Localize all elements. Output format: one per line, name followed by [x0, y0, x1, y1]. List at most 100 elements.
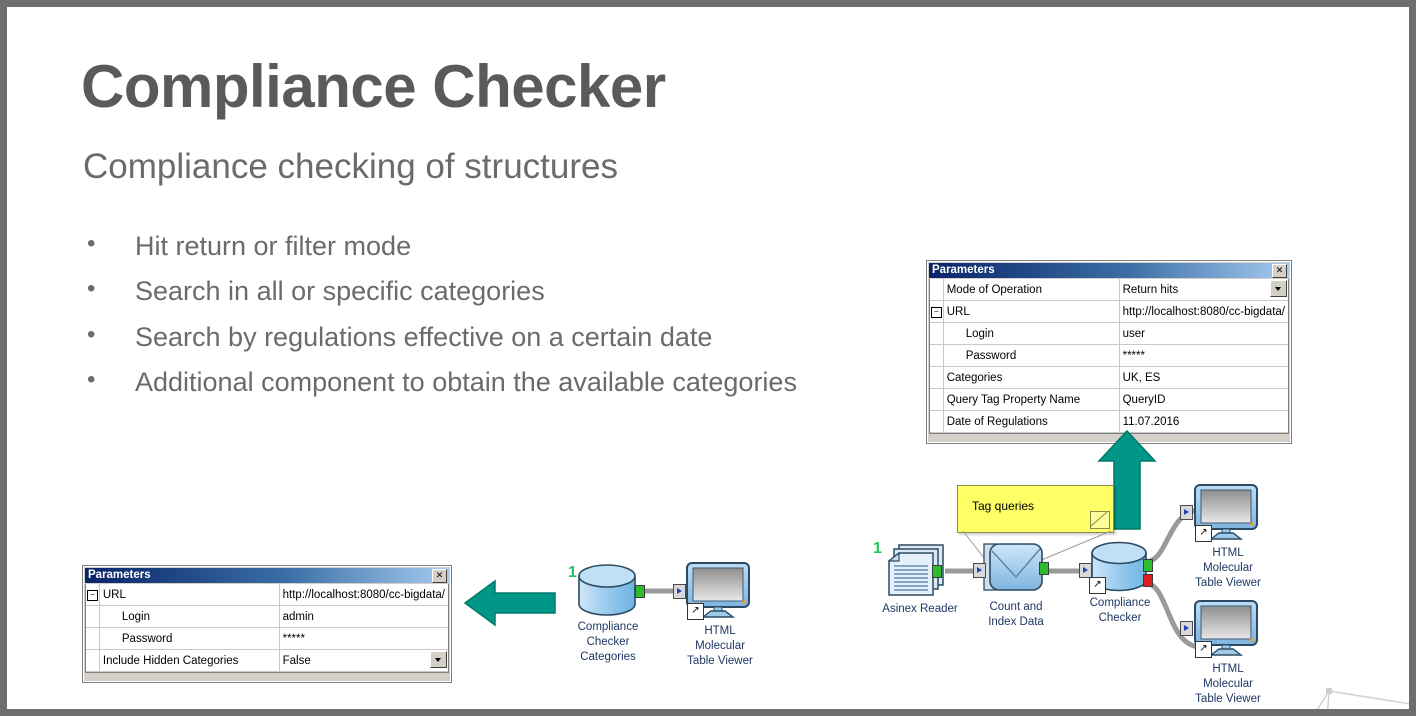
- window-title-bar: Parameters ✕: [85, 568, 449, 583]
- documents-icon: [887, 544, 944, 596]
- close-icon[interactable]: ✕: [1272, 263, 1287, 278]
- database-icon: [578, 564, 636, 616]
- bullet-marker: •: [87, 320, 96, 348]
- parameter-value[interactable]: http://localhost:8080/cc-bigdata/: [1119, 301, 1288, 323]
- row-expander-cell: [930, 323, 944, 345]
- output-port-red: [1143, 574, 1153, 587]
- parameter-value[interactable]: user: [1119, 323, 1288, 345]
- parameter-name: Password: [99, 628, 280, 650]
- row-expander-cell: [930, 367, 944, 389]
- table-row[interactable]: Password*****: [930, 345, 1288, 367]
- node-html-molecular-table-viewer-1[interactable]: ↗ HTML Molecular Table Viewer: [1180, 481, 1269, 592]
- node-compliance-checker-categories[interactable]: Compliance Checker Categories: [573, 563, 645, 666]
- monitor-icon: [1194, 600, 1258, 656]
- window-title-bar: Parameters ✕: [929, 263, 1289, 278]
- monitor-icon: [686, 562, 750, 618]
- bullet-marker: •: [87, 275, 96, 303]
- parameter-value[interactable]: *****: [279, 628, 448, 650]
- process-icon: [983, 543, 1043, 591]
- node-html-molecular-table-viewer[interactable]: ↗ HTML Molecular Table Viewer: [673, 559, 761, 670]
- parameter-name: Login: [943, 323, 1120, 345]
- open-view-icon[interactable]: ↗: [1089, 577, 1106, 594]
- output-port-green: [1039, 562, 1049, 575]
- parameter-value[interactable]: Return hits: [1119, 279, 1288, 301]
- list-item-label: Hit return or filter mode: [135, 231, 412, 261]
- close-icon[interactable]: ✕: [432, 568, 447, 583]
- parameter-name: URL: [99, 584, 280, 606]
- connection-wire: [945, 567, 973, 575]
- node-compliance-checker[interactable]: ↗ Compliance Checker: [1079, 541, 1153, 626]
- node-badge: 1: [568, 564, 577, 581]
- parameter-value[interactable]: 11.07.2016: [1119, 411, 1288, 433]
- bullet-marker: •: [87, 230, 96, 257]
- window-title: Parameters: [88, 568, 151, 581]
- list-item: • Hit return or filter mode: [77, 227, 807, 265]
- open-view-icon[interactable]: ↗: [1195, 641, 1212, 658]
- row-expander-cell[interactable]: −: [930, 301, 944, 323]
- row-expander-cell: [86, 628, 100, 650]
- list-item-label: Additional component to obtain the avail…: [135, 366, 797, 397]
- parameter-value[interactable]: *****: [1119, 345, 1288, 367]
- node-asinex-reader[interactable]: Asinex Reader: [881, 543, 959, 617]
- input-port: [1180, 505, 1193, 520]
- collapse-icon[interactable]: −: [930, 307, 942, 318]
- parameter-name: Date of Regulations: [943, 411, 1120, 433]
- decorative-lines: [1307, 679, 1409, 709]
- node-count-and-index-data[interactable]: Count and Index Data: [973, 541, 1050, 630]
- row-expander-cell: [930, 389, 944, 411]
- node-label: HTML Molecular Table Viewer: [1195, 663, 1261, 706]
- collapse-icon[interactable]: −: [86, 590, 98, 601]
- row-expander-cell: [930, 279, 944, 301]
- input-port: [673, 584, 686, 599]
- parameter-name: Include Hidden Categories: [99, 650, 280, 672]
- list-item-label: Search in all or specific categories: [135, 276, 545, 307]
- parameter-name: Password: [943, 345, 1120, 367]
- open-view-icon[interactable]: ↗: [1195, 525, 1212, 542]
- node-label: Compliance Checker: [1089, 597, 1151, 625]
- output-port-green: [1143, 559, 1153, 572]
- parameter-value[interactable]: admin: [279, 606, 448, 628]
- panel-footer: [929, 434, 1289, 441]
- table-row[interactable]: Password*****: [86, 628, 448, 650]
- node-html-molecular-table-viewer-2[interactable]: ↗ HTML Molecular Table Viewer: [1180, 597, 1269, 708]
- arrow-up-icon: [1097, 429, 1157, 530]
- arrow-left-icon: [463, 577, 556, 629]
- list-item: • Search by regulations effective on a c…: [77, 318, 807, 356]
- node-label: Asinex Reader: [882, 603, 958, 615]
- open-view-icon[interactable]: ↗: [687, 603, 704, 620]
- parameter-name: Query Tag Property Name: [943, 389, 1120, 411]
- row-expander-cell[interactable]: −: [86, 584, 100, 606]
- chevron-down-icon[interactable]: [1270, 280, 1287, 297]
- parameter-value[interactable]: QueryID: [1119, 389, 1288, 411]
- parameter-value[interactable]: False: [279, 650, 448, 672]
- input-port: [973, 563, 986, 578]
- annotation-note[interactable]: Tag queries: [957, 485, 1114, 533]
- annotation-text: Tag queries: [972, 499, 1035, 513]
- input-port: [1079, 563, 1092, 578]
- row-expander-cell: [86, 606, 100, 628]
- input-port: [1180, 621, 1193, 636]
- node-badge: 1: [873, 540, 882, 557]
- output-port-green: [635, 585, 645, 598]
- row-expander-cell: [86, 650, 100, 672]
- parameter-name: URL: [943, 301, 1120, 323]
- parameter-value[interactable]: http://localhost:8080/cc-bigdata/: [279, 584, 448, 606]
- chevron-down-icon[interactable]: [430, 651, 447, 668]
- parameter-value[interactable]: UK, ES: [1119, 367, 1288, 389]
- node-label: HTML Molecular Table Viewer: [687, 625, 753, 668]
- bullet-list: • Hit return or filter mode • Search in …: [77, 227, 807, 408]
